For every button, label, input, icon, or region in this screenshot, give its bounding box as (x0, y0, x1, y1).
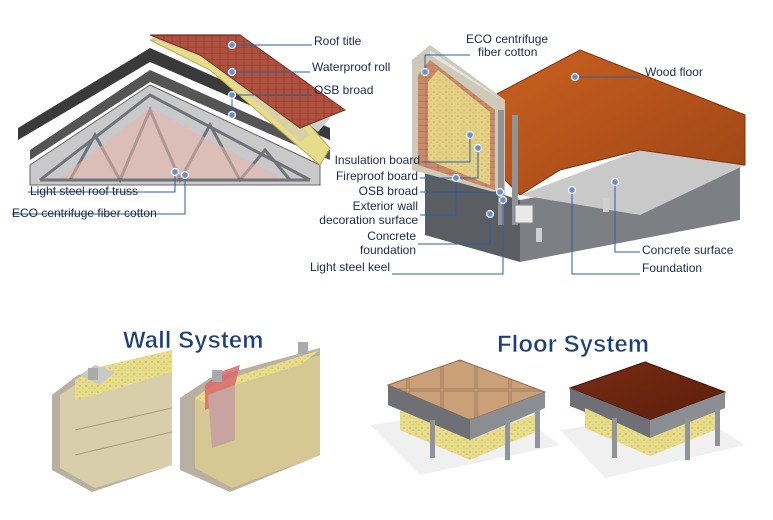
wall-system-illustration (52, 342, 320, 492)
label-roof-tile: Roof title (314, 34, 362, 48)
floor-system-title: Floor System (497, 331, 649, 358)
label-concrete-foundation-1: Concrete (367, 229, 416, 243)
label-concrete-surface: Concrete surface (642, 243, 734, 257)
label-osb-board-wall: OSB broad (359, 184, 418, 198)
label-light-steel-roof-truss: Light steel roof truss (30, 184, 138, 198)
label-waterproof-roll: Waterproof roll (312, 60, 390, 74)
label-insulation-board: Insulation board (335, 153, 420, 167)
label-fireproof-board: Fireproof board (336, 169, 418, 183)
label-osb-board: OSB broad (314, 83, 373, 97)
floor-system-illustration (370, 359, 745, 478)
label-eco-fiber-cotton-roof: ECO centrifuge fiber cotton (12, 206, 157, 220)
roof-illustration (18, 34, 347, 186)
label-light-steel-keel: Light steel keel (310, 260, 390, 274)
roof-leader-lines (12, 40, 312, 215)
label-concrete-foundation-2: foundation (360, 243, 416, 257)
wall-floor-leader-lines (392, 54, 640, 275)
label-exterior-wall-1: Exterior wall (353, 199, 418, 213)
wall-system-title: Wall System (123, 327, 264, 354)
label-eco-fiber-cotton-wall-2: fiber cotton (478, 45, 537, 59)
label-eco-fiber-cotton-wall-1: ECO centrifuge (466, 32, 548, 46)
label-exterior-wall-2: decoration surface (319, 213, 418, 227)
label-wood-floor: Wood floor (645, 65, 703, 79)
label-foundation: Foundation (642, 261, 702, 275)
